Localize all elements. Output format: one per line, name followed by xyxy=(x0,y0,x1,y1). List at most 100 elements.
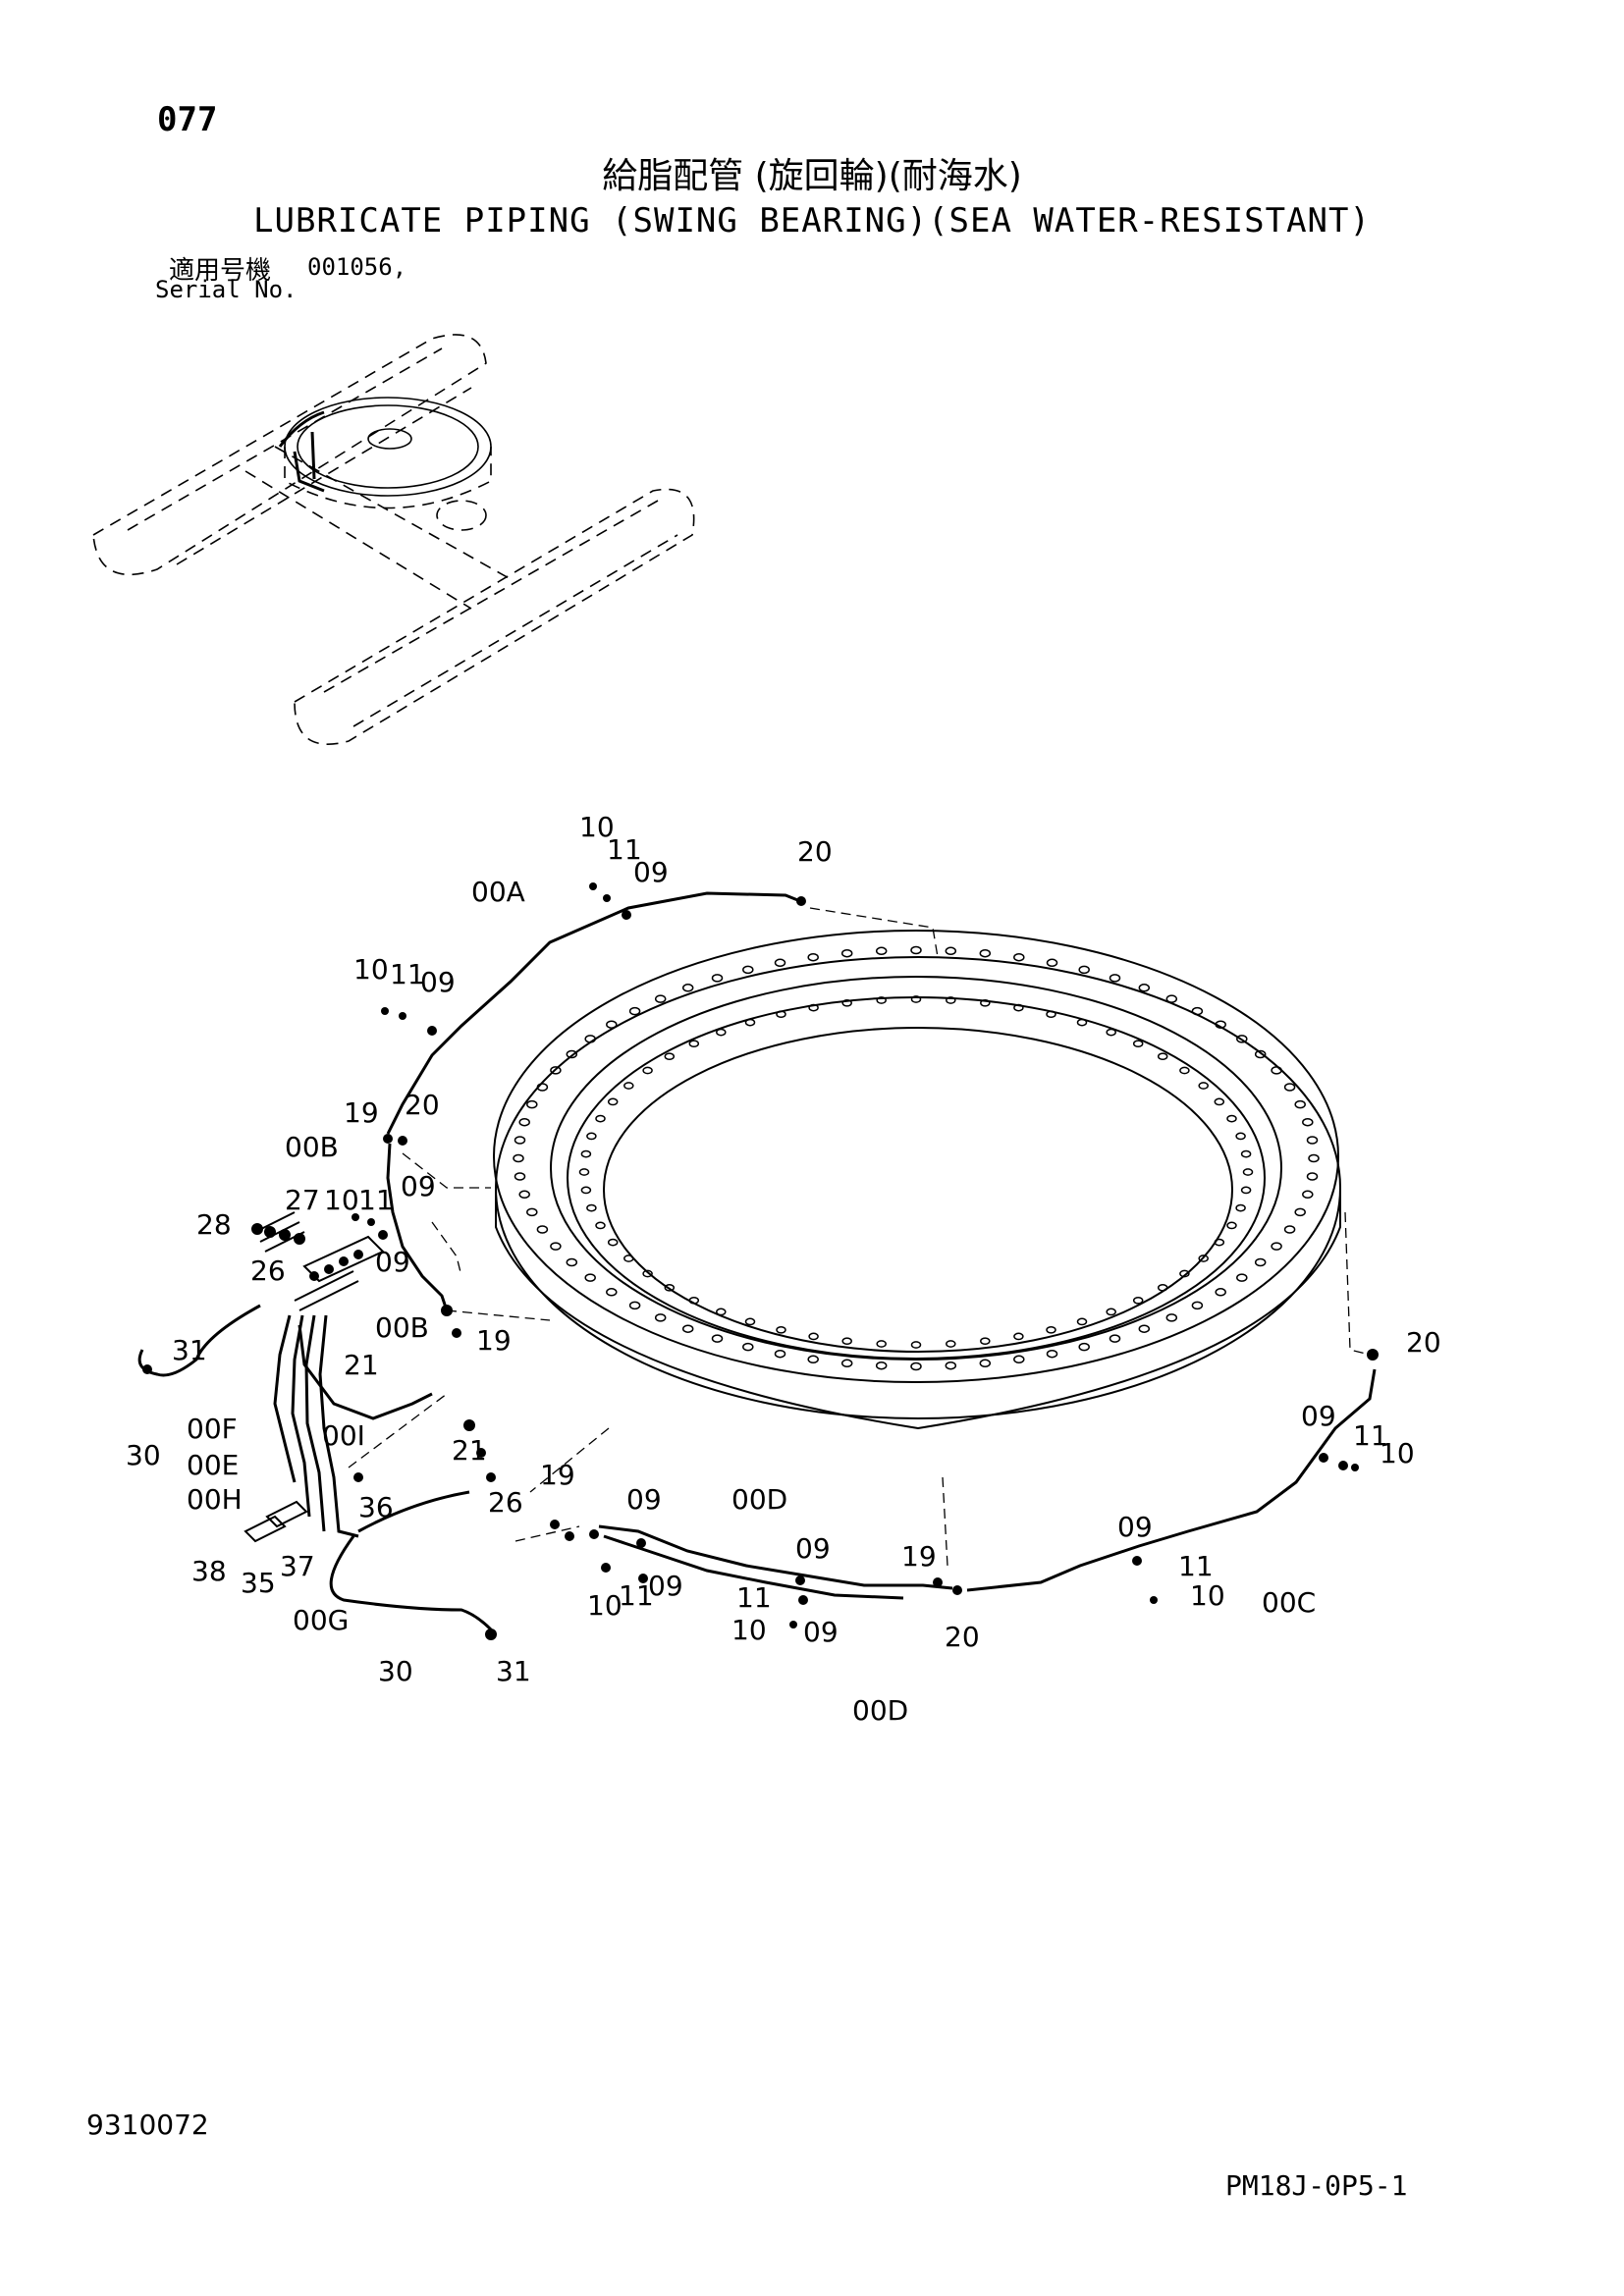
serial-label-english: Serial No. xyxy=(155,276,298,303)
bolt-hole xyxy=(1046,958,1058,968)
bolt-hole xyxy=(526,1099,538,1109)
bolt-hole xyxy=(1235,1203,1246,1212)
bolt-hole xyxy=(1191,1301,1204,1310)
bolt-hole xyxy=(595,1221,606,1230)
bolt-hole xyxy=(1308,1153,1320,1163)
bolt-hole xyxy=(744,1317,756,1326)
callout-label: 38 xyxy=(191,1555,227,1587)
callout-label: 11 xyxy=(1353,1419,1388,1452)
bolt-hole xyxy=(1046,1325,1056,1334)
bolt-hole xyxy=(606,1288,618,1297)
callout-label: 28 xyxy=(196,1208,232,1241)
callout-label: 20 xyxy=(1406,1326,1441,1359)
bolt-hole xyxy=(566,1049,578,1059)
title-japanese: 給脂配管 (旋回輪)(耐海水) xyxy=(602,156,1022,196)
bolt-hole xyxy=(664,1052,676,1061)
bolt-hole xyxy=(664,1283,676,1292)
bolt-hole xyxy=(1106,1028,1116,1037)
callout-label: 36 xyxy=(358,1491,394,1523)
pipe-00D-upper xyxy=(598,1524,953,1590)
bolt-hole xyxy=(980,998,991,1007)
callout-label: 21 xyxy=(344,1349,379,1381)
bolt-hole xyxy=(654,994,667,1003)
bolt-hole xyxy=(744,1018,756,1027)
bolt-hole xyxy=(1254,1049,1267,1059)
page-code: PM18J-0P5-1 xyxy=(1225,2169,1408,2202)
callout-label: 37 xyxy=(280,1550,315,1582)
callout-label: 09 xyxy=(375,1246,410,1278)
lubrication-pipes xyxy=(137,891,1377,1631)
callout-label: 20 xyxy=(405,1089,440,1121)
bolt-hole xyxy=(642,1066,653,1075)
callout-label: 27 xyxy=(285,1184,320,1216)
serial-value: 001056, xyxy=(307,253,407,281)
bolt-hole xyxy=(1306,1172,1319,1181)
callout-label: 00E xyxy=(187,1449,239,1481)
callout-label: 09 xyxy=(633,856,669,888)
inset-undercarriage-view xyxy=(92,334,695,745)
pipe-00E xyxy=(291,1314,311,1518)
callout-label: 31 xyxy=(172,1334,207,1366)
bolt-hole xyxy=(1302,1190,1314,1200)
bolt-hole xyxy=(1294,1099,1306,1109)
callout-label: 09 xyxy=(626,1483,662,1516)
callout-label: 00G xyxy=(293,1604,349,1636)
bolt-hole xyxy=(1165,1313,1178,1322)
callout-label: 10 xyxy=(1380,1437,1415,1469)
callout-label: 09 xyxy=(803,1616,839,1648)
bolt-hole xyxy=(774,958,786,968)
bolt-hole xyxy=(1240,1149,1252,1158)
bolt-hole xyxy=(1271,1066,1282,1075)
bolt-hole xyxy=(841,998,852,1007)
bolt-hole xyxy=(980,1337,991,1346)
bolt-hole xyxy=(840,1359,853,1368)
bolt-hole xyxy=(1214,1238,1225,1247)
bolt-hole xyxy=(808,1332,819,1341)
callout-label: 00B xyxy=(375,1311,429,1344)
title-english: LUBRICATE PIPING (SWING BEARING)(SEA WAT… xyxy=(253,201,1371,240)
bolt-hole xyxy=(1226,1114,1237,1123)
bolt-hole xyxy=(979,948,992,958)
callout-label: 10 xyxy=(587,1589,623,1622)
bolt-hole xyxy=(1198,1082,1209,1090)
callout-label: 09 xyxy=(648,1570,683,1602)
bolt-hole xyxy=(513,1153,524,1163)
callout-label: 30 xyxy=(126,1439,161,1471)
bolt-hole xyxy=(1157,1283,1168,1292)
bolt-hole xyxy=(578,1168,590,1176)
bolt-hole xyxy=(840,948,853,958)
callout-label: 00A xyxy=(471,876,525,908)
bolt-hole xyxy=(607,1097,619,1106)
bolt-hole xyxy=(910,945,922,955)
bolt-hole xyxy=(586,1132,597,1141)
bolt-hole xyxy=(1013,1355,1025,1364)
bolt-hole xyxy=(550,1242,562,1251)
grease-manifold xyxy=(244,1211,385,1543)
bolt-hole xyxy=(607,1238,619,1247)
bolt-hole xyxy=(776,1325,786,1334)
bolt-hole xyxy=(841,1337,852,1346)
callout-label: 00D xyxy=(852,1694,908,1727)
callout-label: 19 xyxy=(901,1540,937,1573)
bolt-hole xyxy=(1109,974,1121,983)
bolt-hole xyxy=(910,995,922,1003)
page-number: 077 xyxy=(157,100,218,139)
callout-label: 35 xyxy=(241,1567,276,1599)
bolt-hole xyxy=(1013,1003,1024,1012)
bolt-hole xyxy=(595,1114,606,1123)
pipe-00F xyxy=(273,1314,297,1483)
bolt-hole xyxy=(1215,1020,1226,1029)
bolt-hole xyxy=(979,1359,992,1368)
callout-label: 09 xyxy=(1117,1511,1153,1543)
callout-label: 20 xyxy=(797,835,833,868)
bolt-hole xyxy=(518,1117,530,1127)
bolt-hole xyxy=(1236,1273,1248,1282)
bolt-hole xyxy=(1302,1117,1314,1127)
bolt-hole xyxy=(1294,1207,1306,1217)
callout-label: 30 xyxy=(378,1655,413,1687)
callout-label: 20 xyxy=(945,1621,980,1653)
bolt-hole xyxy=(1179,1269,1190,1278)
bolt-hole xyxy=(1236,1035,1248,1043)
bolt-hole xyxy=(584,1035,596,1043)
